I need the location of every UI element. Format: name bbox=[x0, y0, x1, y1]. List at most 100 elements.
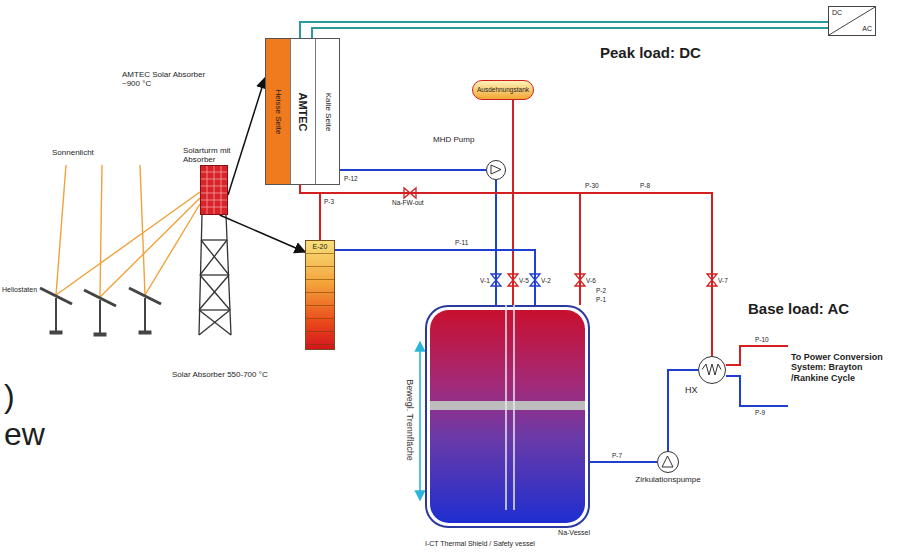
tower-brace bbox=[199, 310, 231, 335]
circulation-pump: Zirkulationspumpe bbox=[657, 451, 679, 473]
slide-text-fragment: ) bbox=[4, 378, 15, 415]
movable-partition-arrow bbox=[419, 342, 421, 500]
valve-number: V-1 bbox=[480, 277, 490, 284]
sunlight-label: Sonnenlicht bbox=[52, 148, 94, 157]
pipe-number: P-9 bbox=[755, 409, 765, 416]
dc-cable bbox=[312, 28, 828, 38]
heliostat-label: Heliostaten bbox=[2, 286, 37, 294]
heliostats bbox=[40, 288, 161, 336]
grid-line bbox=[201, 193, 227, 194]
pump-label: Zirkulationspumpe bbox=[635, 475, 700, 484]
absorber-grid bbox=[201, 166, 227, 214]
inverter-label: AC bbox=[862, 25, 872, 33]
grid-line bbox=[201, 179, 227, 180]
sun-ray bbox=[100, 165, 102, 297]
vessel-label: I-CT Thermal Shield / Safety vessel bbox=[425, 540, 535, 548]
inverter-box: DC AC bbox=[828, 6, 876, 36]
heliostat-base bbox=[94, 333, 106, 336]
partition-label: Bewegl. Trennfläche bbox=[405, 377, 415, 463]
valve-number: V-6 bbox=[586, 277, 596, 284]
pump-triangle bbox=[662, 456, 673, 467]
tower-brace bbox=[200, 274, 229, 275]
sun-rays bbox=[56, 165, 200, 297]
vessel-shape bbox=[425, 305, 590, 528]
exchanger-label: HX bbox=[685, 385, 698, 395]
tower-brace bbox=[200, 275, 230, 310]
reflected-ray bbox=[56, 192, 200, 295]
flow-arrow bbox=[228, 78, 265, 195]
pipe-connector bbox=[335, 250, 535, 305]
sodium-fill bbox=[430, 310, 585, 523]
pipe-connector bbox=[668, 370, 698, 451]
grid-line bbox=[201, 207, 227, 208]
mhd-pump: MHD Pump bbox=[486, 160, 506, 180]
valve-label: Na-FW-out bbox=[392, 199, 424, 206]
reflected-ray bbox=[145, 204, 200, 295]
grid-line bbox=[201, 172, 227, 173]
pipe-number: P-8 bbox=[640, 182, 650, 189]
thermal-shield bbox=[426, 306, 589, 527]
pipe-connector bbox=[495, 180, 497, 305]
tower-label: Solarturm mit Absorber bbox=[183, 146, 235, 164]
load-heading: Peak load: DC bbox=[600, 44, 701, 61]
pipe-connector bbox=[580, 193, 712, 356]
pipe-number: P-11 bbox=[455, 239, 468, 246]
central-pipe bbox=[505, 305, 507, 510]
component-caption: Solar Absorber 550-700 °C bbox=[172, 370, 268, 379]
absorber-label: E-20 bbox=[313, 243, 328, 251]
expansion-tank: Ausdehnungstank bbox=[472, 80, 534, 100]
tower-brace bbox=[199, 310, 230, 335]
pipe-connector bbox=[340, 169, 486, 171]
pipe-number: P-10 bbox=[755, 336, 769, 343]
inverter-label: DC bbox=[832, 9, 842, 17]
tower-brace bbox=[201, 240, 229, 275]
pipe-number: P-1 bbox=[596, 296, 606, 303]
tower-lattice bbox=[199, 215, 231, 335]
valves bbox=[404, 188, 717, 286]
heliostat-post bbox=[144, 298, 146, 332]
tower-brace bbox=[199, 309, 230, 310]
tank-label: Ausdehnungstank bbox=[477, 86, 529, 93]
pipe-number: P-30 bbox=[585, 182, 599, 189]
pipe-number: P-12 bbox=[344, 175, 358, 182]
amtec-column: AMTEC bbox=[291, 39, 316, 184]
pipe-number: P-3 bbox=[324, 198, 334, 205]
pipe-connector bbox=[512, 100, 514, 305]
pump-symbol bbox=[658, 452, 677, 471]
solar-absorber: E-20 bbox=[305, 240, 335, 350]
slide-text-fragment: ew bbox=[4, 416, 45, 453]
sun-ray bbox=[56, 165, 66, 295]
hot-feed-pipe bbox=[300, 185, 320, 193]
pump-label: MHD Pump bbox=[433, 135, 474, 144]
heliostat-base bbox=[139, 331, 151, 334]
central-pipe bbox=[513, 305, 515, 510]
valve-number: V-7 bbox=[718, 277, 728, 284]
amtec-side-label: Kalte Seite bbox=[323, 92, 332, 131]
inverter-diagonal-line bbox=[829, 7, 875, 35]
heliostat-post bbox=[55, 298, 57, 332]
power-hot-line bbox=[726, 346, 788, 365]
pipe-number: P-7 bbox=[612, 452, 622, 459]
amtec-side-label: Heisse Seite bbox=[273, 89, 282, 134]
exchanger-coil bbox=[702, 364, 721, 375]
reflected-ray bbox=[100, 198, 200, 297]
valve-number: V-5 bbox=[519, 277, 529, 284]
heliostat-base bbox=[50, 331, 62, 334]
partition-plate bbox=[430, 401, 585, 410]
flow-arrow bbox=[220, 215, 305, 252]
load-heading: Base load: AC bbox=[748, 300, 849, 317]
heat-exchanger-symbol bbox=[699, 357, 724, 382]
tower-brace bbox=[200, 240, 227, 275]
pipe-connector bbox=[300, 22, 828, 38]
grid-line bbox=[201, 186, 227, 187]
power-cold-line bbox=[726, 376, 788, 406]
sun-ray bbox=[140, 165, 145, 295]
valve-number: V-2 bbox=[541, 277, 551, 284]
sodium-vessel: Na-VesselI-CT Thermal Shield / Safety ve… bbox=[425, 305, 590, 528]
amtec-converter: Heisse Seite AMTEC Kalte Seite bbox=[265, 38, 340, 185]
tower-brace bbox=[199, 275, 229, 310]
pump-symbol bbox=[487, 161, 504, 178]
amtec-column: Heisse Seite bbox=[266, 39, 291, 184]
tower-brace bbox=[201, 239, 227, 240]
